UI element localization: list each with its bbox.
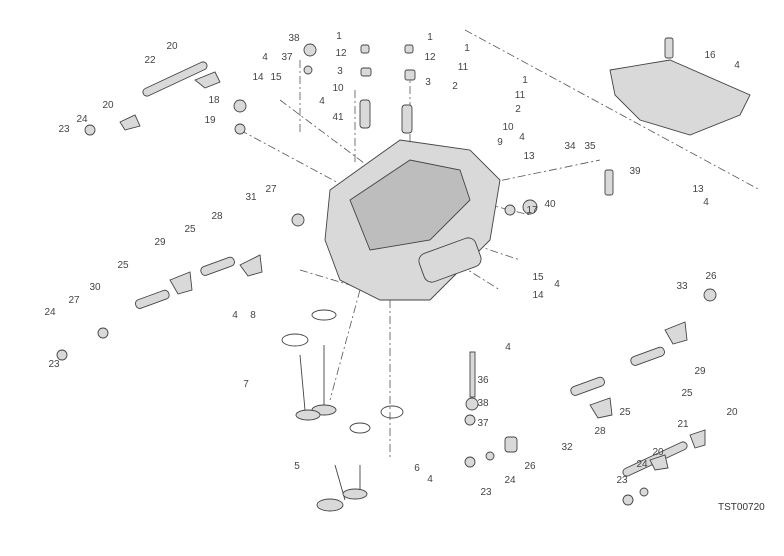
callout: 20 (166, 41, 178, 52)
callout: 25 (117, 260, 129, 271)
callout: 7 (243, 379, 249, 390)
callout-group: 4 (427, 474, 433, 485)
callout: 12 (424, 52, 436, 63)
callout: 28 (594, 426, 606, 437)
callout: 14 (532, 290, 544, 301)
callout-group: 4 (554, 279, 560, 290)
callout: 25 (681, 388, 693, 399)
callout: 14 (252, 72, 264, 83)
callout: 12 (335, 48, 347, 59)
callout: 25 (619, 407, 631, 418)
callout: 25 (184, 224, 196, 235)
callout: 24 (76, 114, 88, 125)
callout: 37 (281, 52, 293, 63)
callout: 20 (652, 447, 664, 458)
callout: 9 (497, 137, 503, 148)
callout: 16 (704, 50, 716, 61)
callout: 23 (480, 487, 492, 498)
callout: 15 (270, 72, 282, 83)
callout: 1 (427, 32, 433, 43)
callout: 29 (694, 366, 706, 377)
callout: 2 (515, 104, 521, 115)
callout: 30 (89, 282, 101, 293)
callout: 27 (68, 295, 80, 306)
callout: 31 (245, 192, 257, 203)
callout: 10 (332, 83, 344, 94)
callout-group: 4 (519, 132, 525, 143)
callout: 8 (250, 310, 256, 321)
callout: 3 (425, 77, 431, 88)
parts (56, 37, 751, 512)
callout: 1 (522, 75, 528, 86)
callout-group: 4 (262, 52, 268, 63)
callout: 24 (504, 475, 516, 486)
callout: 13 (692, 184, 704, 195)
callout: 26 (705, 271, 717, 282)
callout-group: 4 (703, 197, 709, 208)
drawing-code: TST00720 (718, 502, 765, 513)
callout-group: 4 (505, 342, 511, 353)
callout: 38 (288, 33, 300, 44)
callout-group: 4 (232, 310, 238, 321)
callout: 27 (265, 184, 277, 195)
callout: 29 (154, 237, 166, 248)
callout: 37 (477, 418, 489, 429)
callout: 23 (616, 475, 628, 486)
callout: 1 (464, 43, 470, 54)
callout: 13 (523, 151, 535, 162)
callout: 11 (514, 90, 526, 101)
callout: 33 (676, 281, 688, 292)
callout: 23 (58, 124, 70, 135)
callout: 22 (144, 55, 156, 66)
callout: 32 (561, 442, 573, 453)
callout: 11 (457, 62, 469, 73)
callout: 20 (726, 407, 738, 418)
callout: 6 (414, 463, 420, 474)
callout: 17 (526, 205, 538, 216)
callout: 19 (204, 115, 216, 126)
callout: 35 (584, 141, 596, 152)
callout: 15 (532, 272, 544, 283)
callout-group: 4 (319, 96, 325, 107)
callout: 1 (336, 31, 342, 42)
callout: 40 (544, 199, 556, 210)
callout: 39 (629, 166, 641, 177)
callout: 10 (502, 122, 514, 133)
callout: 3 (337, 66, 343, 77)
callout: 24 (636, 459, 648, 470)
callout-group: 4 (734, 60, 740, 71)
callout: 2 (452, 81, 458, 92)
callout: 21 (677, 419, 689, 430)
callout: 36 (477, 375, 489, 386)
callout: 5 (294, 461, 300, 472)
callout: 18 (208, 95, 220, 106)
callout: 24 (44, 307, 56, 318)
callout: 41 (332, 112, 344, 123)
callout: 26 (524, 461, 536, 472)
callout: 38 (477, 398, 489, 409)
callout: 20 (102, 100, 114, 111)
callout: 28 (211, 211, 223, 222)
callout: 23 (48, 359, 60, 370)
callout: 34 (564, 141, 576, 152)
